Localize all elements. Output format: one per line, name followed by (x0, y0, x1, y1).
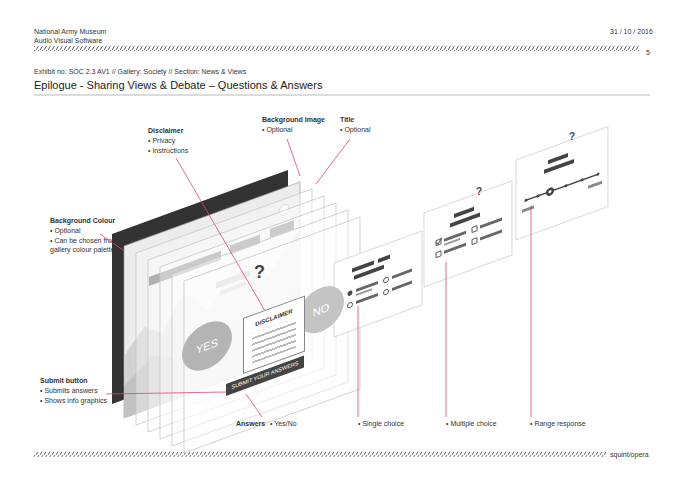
page-title: Epilogue - Sharing Views & Debate – Ques… (34, 79, 322, 92)
annotation-label: Audio Visual Software (34, 36, 102, 45)
annotation-label: Title (340, 115, 354, 124)
annotation-label: Exhibit no: SOC 2.3 AV1 // Gallery: Soci… (34, 67, 246, 76)
annotation-label: • Optional (50, 226, 80, 235)
multiple-choice-card (424, 181, 512, 287)
annotation-label: 5 (646, 48, 650, 57)
annotation-label: • Shows info graphics (40, 396, 107, 405)
annotation-label: • Yes/No (270, 419, 297, 428)
node-text: YES (196, 335, 218, 356)
annotation-label: Answers (236, 419, 265, 428)
layers (136, 189, 360, 453)
annotation-label: 31 / 10 / 2016 (610, 27, 653, 36)
range-response-card (516, 127, 608, 240)
annotation-label: Submit button (40, 376, 87, 385)
single-choice-card (334, 231, 422, 337)
annotation-label: • Range response (530, 419, 586, 428)
annotation-label: • Optional (340, 125, 370, 134)
annotation-label: Background Image (262, 115, 325, 124)
annotation-label: National Army Museum (34, 27, 106, 36)
annotation-label: • Can be chosen from the gallery colour … (50, 236, 142, 254)
annotation-label: squint/opera (610, 450, 649, 459)
leader-lines (100, 139, 531, 417)
annotation-label: Disclaimer (148, 126, 183, 135)
annotation-label: • Single choice (358, 419, 404, 428)
annotation-label: ? (569, 131, 575, 143)
annotation-label: Background Colour (50, 216, 115, 225)
annotation-label: • Privacy (148, 136, 175, 145)
hatched-bar (34, 46, 640, 51)
annotation-label: • Optional (262, 125, 292, 134)
annotation-label: ? (254, 262, 265, 282)
annotation-label: • Multiple choice (446, 419, 497, 428)
rule (34, 95, 650, 96)
hatched-bar (34, 452, 606, 457)
annotation-label: ? (476, 186, 482, 198)
annotation-label: • Submits answers (40, 386, 98, 395)
annotation-label: • Instructions (148, 146, 188, 155)
node-text: NO (313, 300, 330, 319)
